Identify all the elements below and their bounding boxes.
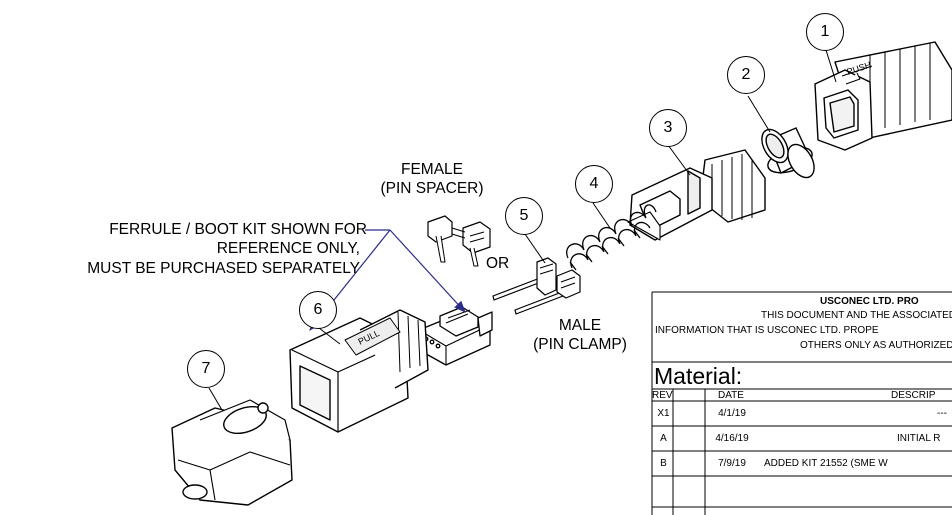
or-label: OR bbox=[486, 255, 510, 272]
part-3-housing bbox=[627, 149, 766, 241]
tb-company: USCONEC LTD. PRO bbox=[820, 296, 919, 307]
tb-header-date: DATE bbox=[718, 390, 744, 401]
tb-row-1-description: --- bbox=[937, 408, 947, 419]
ferrule bbox=[418, 306, 493, 366]
callout-6: 6 bbox=[299, 291, 337, 329]
tb-row-2-description: INITIAL R bbox=[897, 433, 941, 444]
tb-header-description: DESCRIP bbox=[891, 390, 936, 401]
tb-header-rev: REV. bbox=[652, 390, 675, 401]
part-5-male-pin-clamp bbox=[492, 257, 581, 315]
tb-row-3-description: ADDED KIT 21552 (SME W bbox=[764, 458, 888, 469]
part-7-dust-cap bbox=[171, 399, 293, 506]
leader-lines bbox=[208, 49, 837, 411]
male-sub-label: (PIN CLAMP) bbox=[533, 336, 627, 353]
part-5-female-pin-spacer bbox=[427, 215, 491, 267]
ferrule-note-line-1: FERRULE / BOOT KIT SHOWN FOR bbox=[109, 221, 367, 238]
callout-5: 5 bbox=[505, 197, 543, 235]
tb-row-3-date: 7/9/19 bbox=[718, 458, 746, 469]
tb-notice-2: INFORMATION THAT IS USCONEC LTD. PROPE bbox=[655, 325, 879, 336]
ferrule-note-line-2: REFERENCE ONLY, bbox=[216, 240, 360, 257]
part-4-spring bbox=[566, 204, 657, 271]
female-sub-label: (PIN SPACER) bbox=[380, 180, 484, 197]
part-6-boot-kit: PULL bbox=[289, 309, 429, 433]
callout-1: 1 bbox=[806, 13, 844, 51]
male-label: MALE bbox=[558, 317, 602, 334]
tb-row-2-date: 4/16/19 bbox=[715, 433, 749, 444]
tb-material-label: Material: bbox=[654, 363, 743, 389]
title-block-frame bbox=[651, 291, 952, 515]
callout-3: 3 bbox=[649, 109, 687, 147]
female-label: FEMALE bbox=[400, 161, 463, 178]
callout-2: 2 bbox=[727, 56, 765, 94]
tb-notice-1: THIS DOCUMENT AND THE ASSOCIATED bbox=[761, 310, 952, 321]
callout-7: 7 bbox=[187, 350, 225, 388]
tb-row-1-date: 4/1/19 bbox=[718, 408, 746, 419]
tb-notice-3: OTHERS ONLY AS AUTHORIZED bbox=[800, 340, 952, 351]
tb-row-3-rev: B bbox=[660, 458, 667, 469]
tb-row-1-rev: X1 bbox=[657, 408, 670, 419]
ferrule-note-line-3: MUST BE PURCHASED SEPARATELY bbox=[87, 260, 360, 277]
tb-row-2-rev: A bbox=[660, 433, 667, 444]
part-2-crimp-ring bbox=[761, 127, 815, 179]
callout-4: 4 bbox=[575, 165, 613, 203]
part-1-boot: PUSH bbox=[814, 41, 952, 151]
